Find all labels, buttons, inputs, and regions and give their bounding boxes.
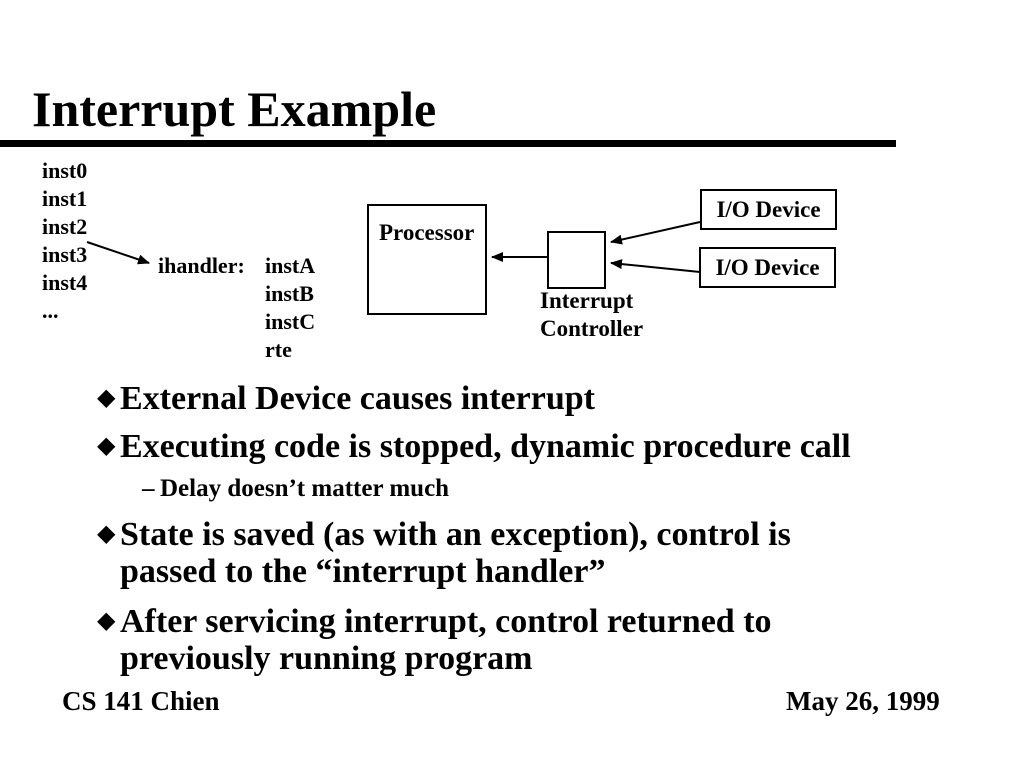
bullet-text: Executing code is stopped, dynamic proce… [120,428,851,465]
processor-box: Processor [367,204,487,315]
io-device-label: I/O Device [715,255,820,280]
processor-label: Processor [379,220,475,245]
diamond-bullet-icon: ◆ [97,608,116,634]
bullet-item: ◆ External Device causes interrupt [97,380,937,417]
title-rule [0,140,896,147]
interrupt-controller-label: Interrupt Controller [540,288,644,341]
slide-title: Interrupt Example [32,81,437,137]
handler-line: instA [265,253,316,278]
bullet-text: State is saved (as with an exception), c… [120,516,791,590]
bullet-item: ◆ After servicing interrupt, control ret… [97,603,937,677]
bullet-text: External Device causes interrupt [120,380,595,417]
handler-line: instB [265,281,314,306]
io-device-box-1: I/O Device [700,189,837,230]
interrupt-controller-box [547,231,606,289]
code-line: inst4 [42,270,88,295]
diamond-bullet-icon: ◆ [97,433,116,459]
code-line: inst1 [42,186,88,211]
handler-label: ihandler: [158,253,245,278]
footer-course: CS 141 Chien [62,686,220,716]
dash-bullet-icon: – [142,475,155,502]
arrow-device2-to-controller [610,259,701,273]
io-device-label: I/O Device [716,197,821,222]
diamond-bullet-icon: ◆ [97,385,116,411]
sub-bullet-item: – Delay doesn’t matter much [142,474,982,504]
instruction-listing: inst0 inst1 inst2 inst3 inst4 ... [42,157,87,325]
diamond-bullet-icon: ◆ [97,521,116,547]
handler-line: instC [265,309,316,334]
code-line: ... [42,298,59,323]
code-line: inst0 [42,158,88,183]
bullet-text: After servicing interrupt, control retur… [120,603,772,677]
io-device-box-2: I/O Device [699,247,836,288]
bullet-item: ◆ Executing code is stopped, dynamic pro… [97,428,937,465]
handler-listing: instA instB instC rte [265,252,315,364]
bullet-text: Delay doesn’t matter much [160,475,450,502]
code-line: inst2 [42,214,88,239]
arrow-inst-to-handler [86,241,150,265]
footer-date: May 26, 1999 [786,686,940,716]
code-line: inst3 [42,242,88,267]
handler-line: rte [265,337,292,362]
arrow-device1-to-controller [610,221,701,245]
bullet-item: ◆ State is saved (as with an exception),… [97,516,937,590]
